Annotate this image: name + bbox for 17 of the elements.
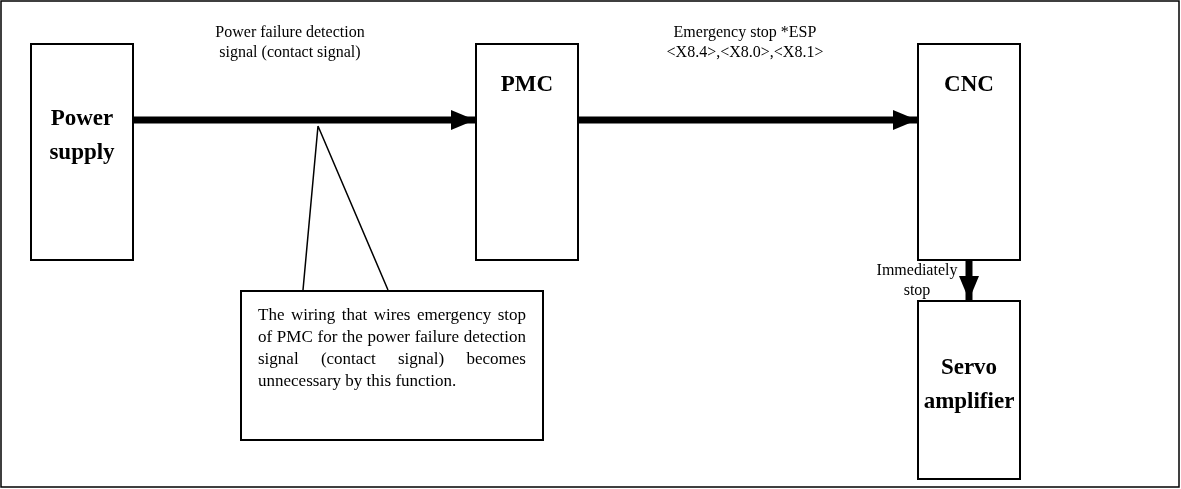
edge-label: Power failure detection signal (contact signal) [214, 22, 366, 62]
arrow [579, 110, 917, 130]
block-label: Servo amplifier [922, 353, 1016, 415]
block-box [30, 43, 134, 261]
arrow [134, 110, 475, 130]
edge-label: Immediately stop [875, 260, 959, 300]
edge-label: Emergency stop *ESP <X8.4>,<X8.0>,<X8.1> [665, 22, 825, 62]
callout-box [240, 290, 544, 441]
block-label: PMC [499, 70, 555, 98]
block-box [917, 43, 1021, 261]
block-label: CNC [943, 70, 995, 98]
callout-pointer [302, 125, 389, 291]
arrow [959, 261, 979, 300]
block-box [917, 300, 1021, 480]
callout-text: The wiring that wires emergency stop of PMC for the power failure detection signal (contact signal) becomes unnecessary by this function. [258, 304, 526, 392]
block-box [475, 43, 579, 261]
block-label: Power supply [48, 104, 116, 166]
